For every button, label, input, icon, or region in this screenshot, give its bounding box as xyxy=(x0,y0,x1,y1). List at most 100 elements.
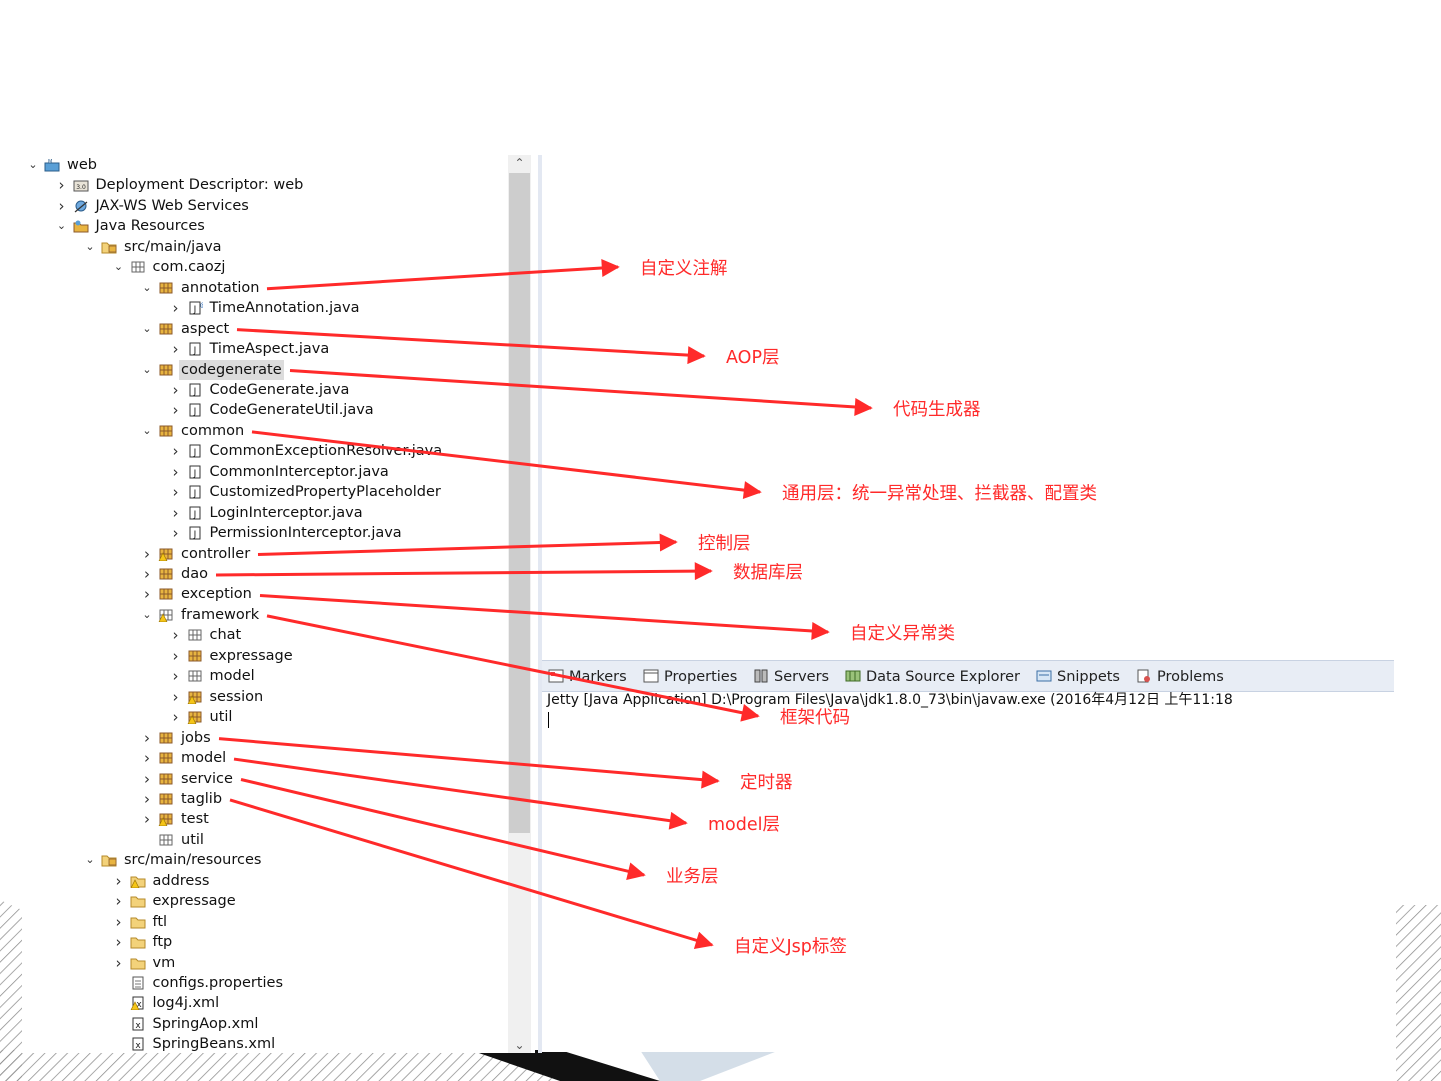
tree-item-configs-properties[interactable]: configs.properties xyxy=(112,973,286,993)
tree-item-timeannotation-java[interactable]: ›J@TimeAnnotation.java xyxy=(169,298,362,318)
scroll-down-icon[interactable]: ⌄ xyxy=(514,1038,525,1052)
tree-item-label: annotation xyxy=(181,279,260,296)
chevron-down-icon[interactable]: ⌄ xyxy=(142,423,152,437)
tree-item-codegenerate[interactable]: ⌄codegenerate xyxy=(140,359,284,380)
tab-problems[interactable]: Problems xyxy=(1136,661,1224,691)
tree-item-session[interactable]: ›session xyxy=(169,687,266,707)
chevron-down-icon[interactable]: ⌄ xyxy=(142,607,152,621)
hatch-decoration-left xyxy=(0,900,22,1081)
tree-item-expressage[interactable]: ›expressage xyxy=(169,646,295,666)
tree-item-jax-ws[interactable]: ›JAX-WS Web Services xyxy=(55,196,251,216)
chevron-right-icon[interactable]: › xyxy=(172,401,179,420)
chevron-right-icon[interactable]: › xyxy=(172,340,179,359)
arrow-model-layer xyxy=(233,757,688,830)
chevron-right-icon[interactable]: › xyxy=(144,565,150,583)
tree-item-util[interactable]: util xyxy=(140,830,206,850)
scroll-up-icon[interactable]: ⌃ xyxy=(514,156,525,170)
chevron-right-icon[interactable]: › xyxy=(172,299,179,318)
chevron-down-icon[interactable]: ⌄ xyxy=(113,260,124,274)
tree-item-label: SpringBeans.xml xyxy=(152,1036,276,1053)
tree-item-vm[interactable]: ›vm xyxy=(112,953,178,973)
chevron-down-icon[interactable]: ⌄ xyxy=(85,853,95,867)
chevron-right-icon[interactable]: › xyxy=(115,953,122,972)
chevron-right-icon[interactable]: › xyxy=(172,687,179,706)
tab-snippets[interactable]: Snippets xyxy=(1036,661,1120,691)
chevron-right-icon[interactable]: › xyxy=(115,912,122,931)
panel-divider[interactable] xyxy=(538,155,542,1053)
tree-item-controller[interactable]: ›controller xyxy=(140,544,252,564)
tab-servers[interactable]: Servers xyxy=(753,661,829,691)
chevron-down-icon[interactable]: ⌄ xyxy=(142,321,152,335)
chevron-right-icon[interactable]: › xyxy=(172,708,179,727)
java-file-icon: J xyxy=(187,342,203,356)
chevron-right-icon[interactable]: › xyxy=(172,626,179,645)
tree-item-annotation[interactable]: ⌄ annotation xyxy=(140,278,261,298)
chevron-right-icon[interactable]: › xyxy=(115,871,122,890)
chevron-right-icon[interactable]: › xyxy=(144,544,150,563)
chevron-right-icon[interactable]: › xyxy=(172,646,179,665)
tree-item-common[interactable]: ⌄common xyxy=(140,421,246,441)
tree-item-framework[interactable]: ⌄framework xyxy=(140,605,261,625)
tree-item-address[interactable]: ›address xyxy=(112,871,212,891)
tree-item-aspect[interactable]: ⌄aspect xyxy=(140,319,231,339)
chevron-right-icon[interactable]: › xyxy=(58,196,65,215)
tree-item-chat[interactable]: ›chat xyxy=(169,625,244,645)
chevron-right-icon[interactable]: › xyxy=(172,524,179,543)
chevron-right-icon[interactable]: › xyxy=(144,769,150,788)
tree-item-ftp[interactable]: ›ftp xyxy=(112,932,175,952)
chevron-down-icon[interactable]: ⌄ xyxy=(56,219,67,233)
tree-item-ftl[interactable]: ›ftl xyxy=(112,912,170,932)
chevron-right-icon[interactable]: › xyxy=(172,503,179,522)
chevron-right-icon[interactable]: › xyxy=(172,380,179,399)
chevron-down-icon[interactable]: ⌄ xyxy=(142,362,152,376)
tree-item-src-main-resources[interactable]: ⌄src/main/resources xyxy=(83,850,263,870)
tree-item-dao[interactable]: ›dao xyxy=(140,564,210,584)
tree-item-java-resources[interactable]: ⌄Java Resources xyxy=(55,216,207,236)
tree-item-src-main-java[interactable]: ⌄src/main/java xyxy=(83,237,224,257)
tree-item-expressage-res[interactable]: ›expressage xyxy=(112,891,238,911)
chevron-right-icon[interactable]: › xyxy=(172,483,179,502)
tab-properties[interactable]: Properties xyxy=(643,661,737,691)
tab-data-source-explorer[interactable]: Data Source Explorer xyxy=(845,661,1020,691)
chevron-right-icon[interactable]: › xyxy=(144,749,150,768)
chevron-down-icon[interactable]: ⌄ xyxy=(28,158,38,171)
tree-item-util-fw[interactable]: ›util xyxy=(169,707,235,727)
chevron-right-icon[interactable]: › xyxy=(58,176,65,195)
chevron-right-icon[interactable]: › xyxy=(144,810,150,829)
chevron-right-icon[interactable]: › xyxy=(115,892,122,911)
chevron-right-icon[interactable]: › xyxy=(172,462,179,481)
chevron-right-icon[interactable]: › xyxy=(144,728,150,747)
tree-item-taglib[interactable]: ›taglib xyxy=(140,789,224,809)
tree-item-label: test xyxy=(181,811,209,828)
tree-item-jobs[interactable]: ›jobs xyxy=(140,728,213,748)
tree-item-com-caozj[interactable]: ⌄com.caozj xyxy=(112,257,228,277)
chevron-right-icon[interactable]: › xyxy=(172,667,179,686)
tree-item-test[interactable]: › test xyxy=(140,809,211,829)
tree-item-model-fw[interactable]: ›model xyxy=(169,666,257,686)
chevron-down-icon[interactable]: ⌄ xyxy=(85,239,95,253)
chevron-right-icon[interactable]: › xyxy=(144,789,150,808)
chevron-right-icon[interactable]: › xyxy=(115,933,122,952)
tree-item-model[interactable]: ›model xyxy=(140,748,228,768)
chevron-right-icon[interactable]: › xyxy=(144,585,150,604)
chevron-right-icon[interactable]: › xyxy=(172,442,179,461)
tree-item-label: log4j.xml xyxy=(152,995,220,1012)
tree-item-exception[interactable]: ›exception xyxy=(140,584,254,604)
chevron-down-icon[interactable]: ⌄ xyxy=(142,280,152,294)
tree-item-service[interactable]: ›service xyxy=(140,769,235,789)
